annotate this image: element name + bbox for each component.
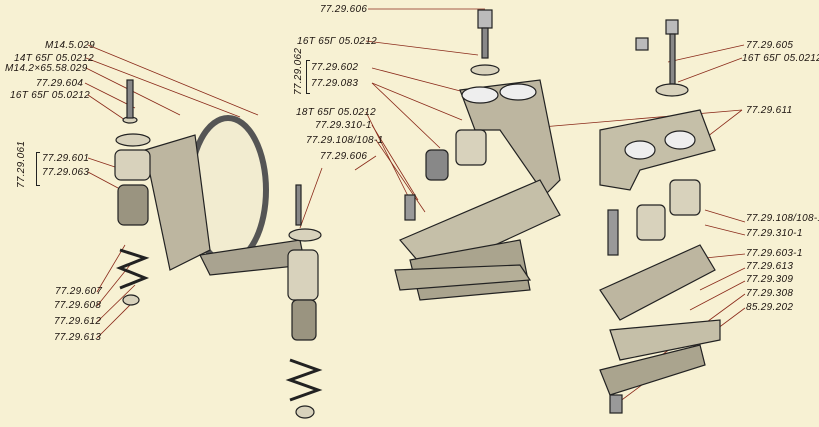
group-brace: [36, 152, 40, 186]
part-label: 77.29.611: [746, 105, 793, 116]
part-label: 77.29.605: [746, 40, 794, 51]
part-label: 77.29.607: [55, 286, 103, 297]
part-label: 16Т 65Г 05.0212: [10, 90, 90, 101]
part-label: 77.29.606: [320, 151, 368, 162]
right-bracket-part: [599, 19, 721, 414]
part-label: 18Т 65Г 05.0212: [296, 107, 376, 118]
part-label: 77.29.608: [54, 300, 102, 311]
part-label: 77.29.083: [311, 78, 359, 89]
group-label: 77.29.062: [293, 47, 304, 95]
group-brace: [306, 60, 310, 94]
part-label: 85.29.202: [746, 302, 794, 313]
part-label: 77.29.310-1: [746, 228, 803, 239]
part-label: 77.29.602: [311, 62, 359, 73]
part-label: 77.29.308: [746, 288, 794, 299]
part-label: 77.29.310-1: [315, 120, 372, 131]
part-label: 77.29.063: [42, 167, 90, 178]
part-label: 77.29.612: [54, 316, 102, 327]
group-label: 77.29.061: [16, 140, 27, 188]
part-label: 16Т 65Г 05.0212: [742, 53, 819, 64]
part-label: 77.29.613: [54, 332, 102, 343]
part-label: М14.2×65.58.029: [5, 63, 88, 74]
part-label: 16Т 65Г 05.0212: [297, 36, 377, 47]
part-label: 77.29.601: [42, 153, 90, 164]
part-label: 77.29.108/108-1: [306, 135, 384, 146]
part-label: 77.29.108/108-1: [746, 213, 819, 224]
left-bracket-part: [114, 79, 323, 419]
part-label: 77.29.603-1: [746, 248, 803, 259]
part-label: 77.29.604: [36, 78, 84, 89]
part-label: 77.29.309: [746, 274, 794, 285]
part-label: 14Т 65Г 05.0212: [14, 53, 94, 64]
middle-bracket-part: [394, 9, 561, 301]
part-label: 77.29.613: [746, 261, 794, 272]
part-label: М14.5.029: [45, 40, 95, 51]
part-label: 77.29.606: [320, 4, 368, 15]
